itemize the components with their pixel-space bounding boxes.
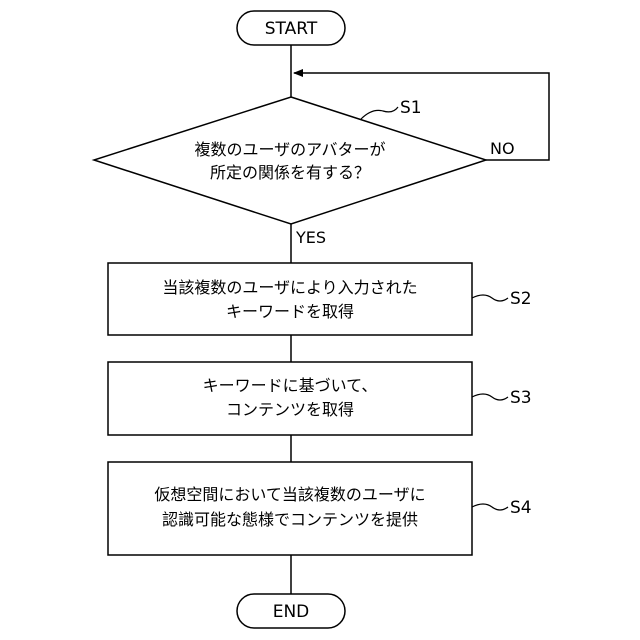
decision-diamond: [94, 97, 486, 224]
process-s2-line-2: キーワードを取得: [226, 302, 354, 321]
start-label: START: [265, 19, 318, 39]
step-s2-leader: [472, 295, 508, 301]
step-s3-leader: [472, 394, 508, 400]
yes-label: YES: [295, 228, 326, 247]
process-s3-line-1: キーワードに基づいて、: [203, 376, 378, 395]
decision-text-line-1: 複数のユーザのアバターが: [194, 140, 385, 159]
step-label-s4: S4: [510, 498, 532, 518]
process-s2-line-1: 当該複数のユーザにより入力された: [162, 278, 417, 297]
end-label: END: [273, 602, 310, 622]
process-box-s4: [108, 462, 472, 555]
step-label-s1: S1: [400, 98, 422, 118]
decision-text-line-2: 所定の関係を有する？: [210, 163, 370, 182]
process-box-s3: [108, 362, 472, 435]
step-label-s2: S2: [510, 289, 532, 309]
process-s4-line-2: 認識可能な態様でコンテンツを提供: [162, 510, 418, 529]
step-s1-leader: [361, 107, 398, 119]
process-s4-line-1: 仮想空間において当該複数のユーザに: [154, 485, 425, 504]
no-label: NO: [490, 139, 515, 158]
process-box-s2: [108, 263, 472, 335]
step-s4-leader: [472, 504, 508, 510]
step-label-s3: S3: [510, 388, 532, 408]
process-s3-line-2: コンテンツを取得: [226, 400, 354, 419]
